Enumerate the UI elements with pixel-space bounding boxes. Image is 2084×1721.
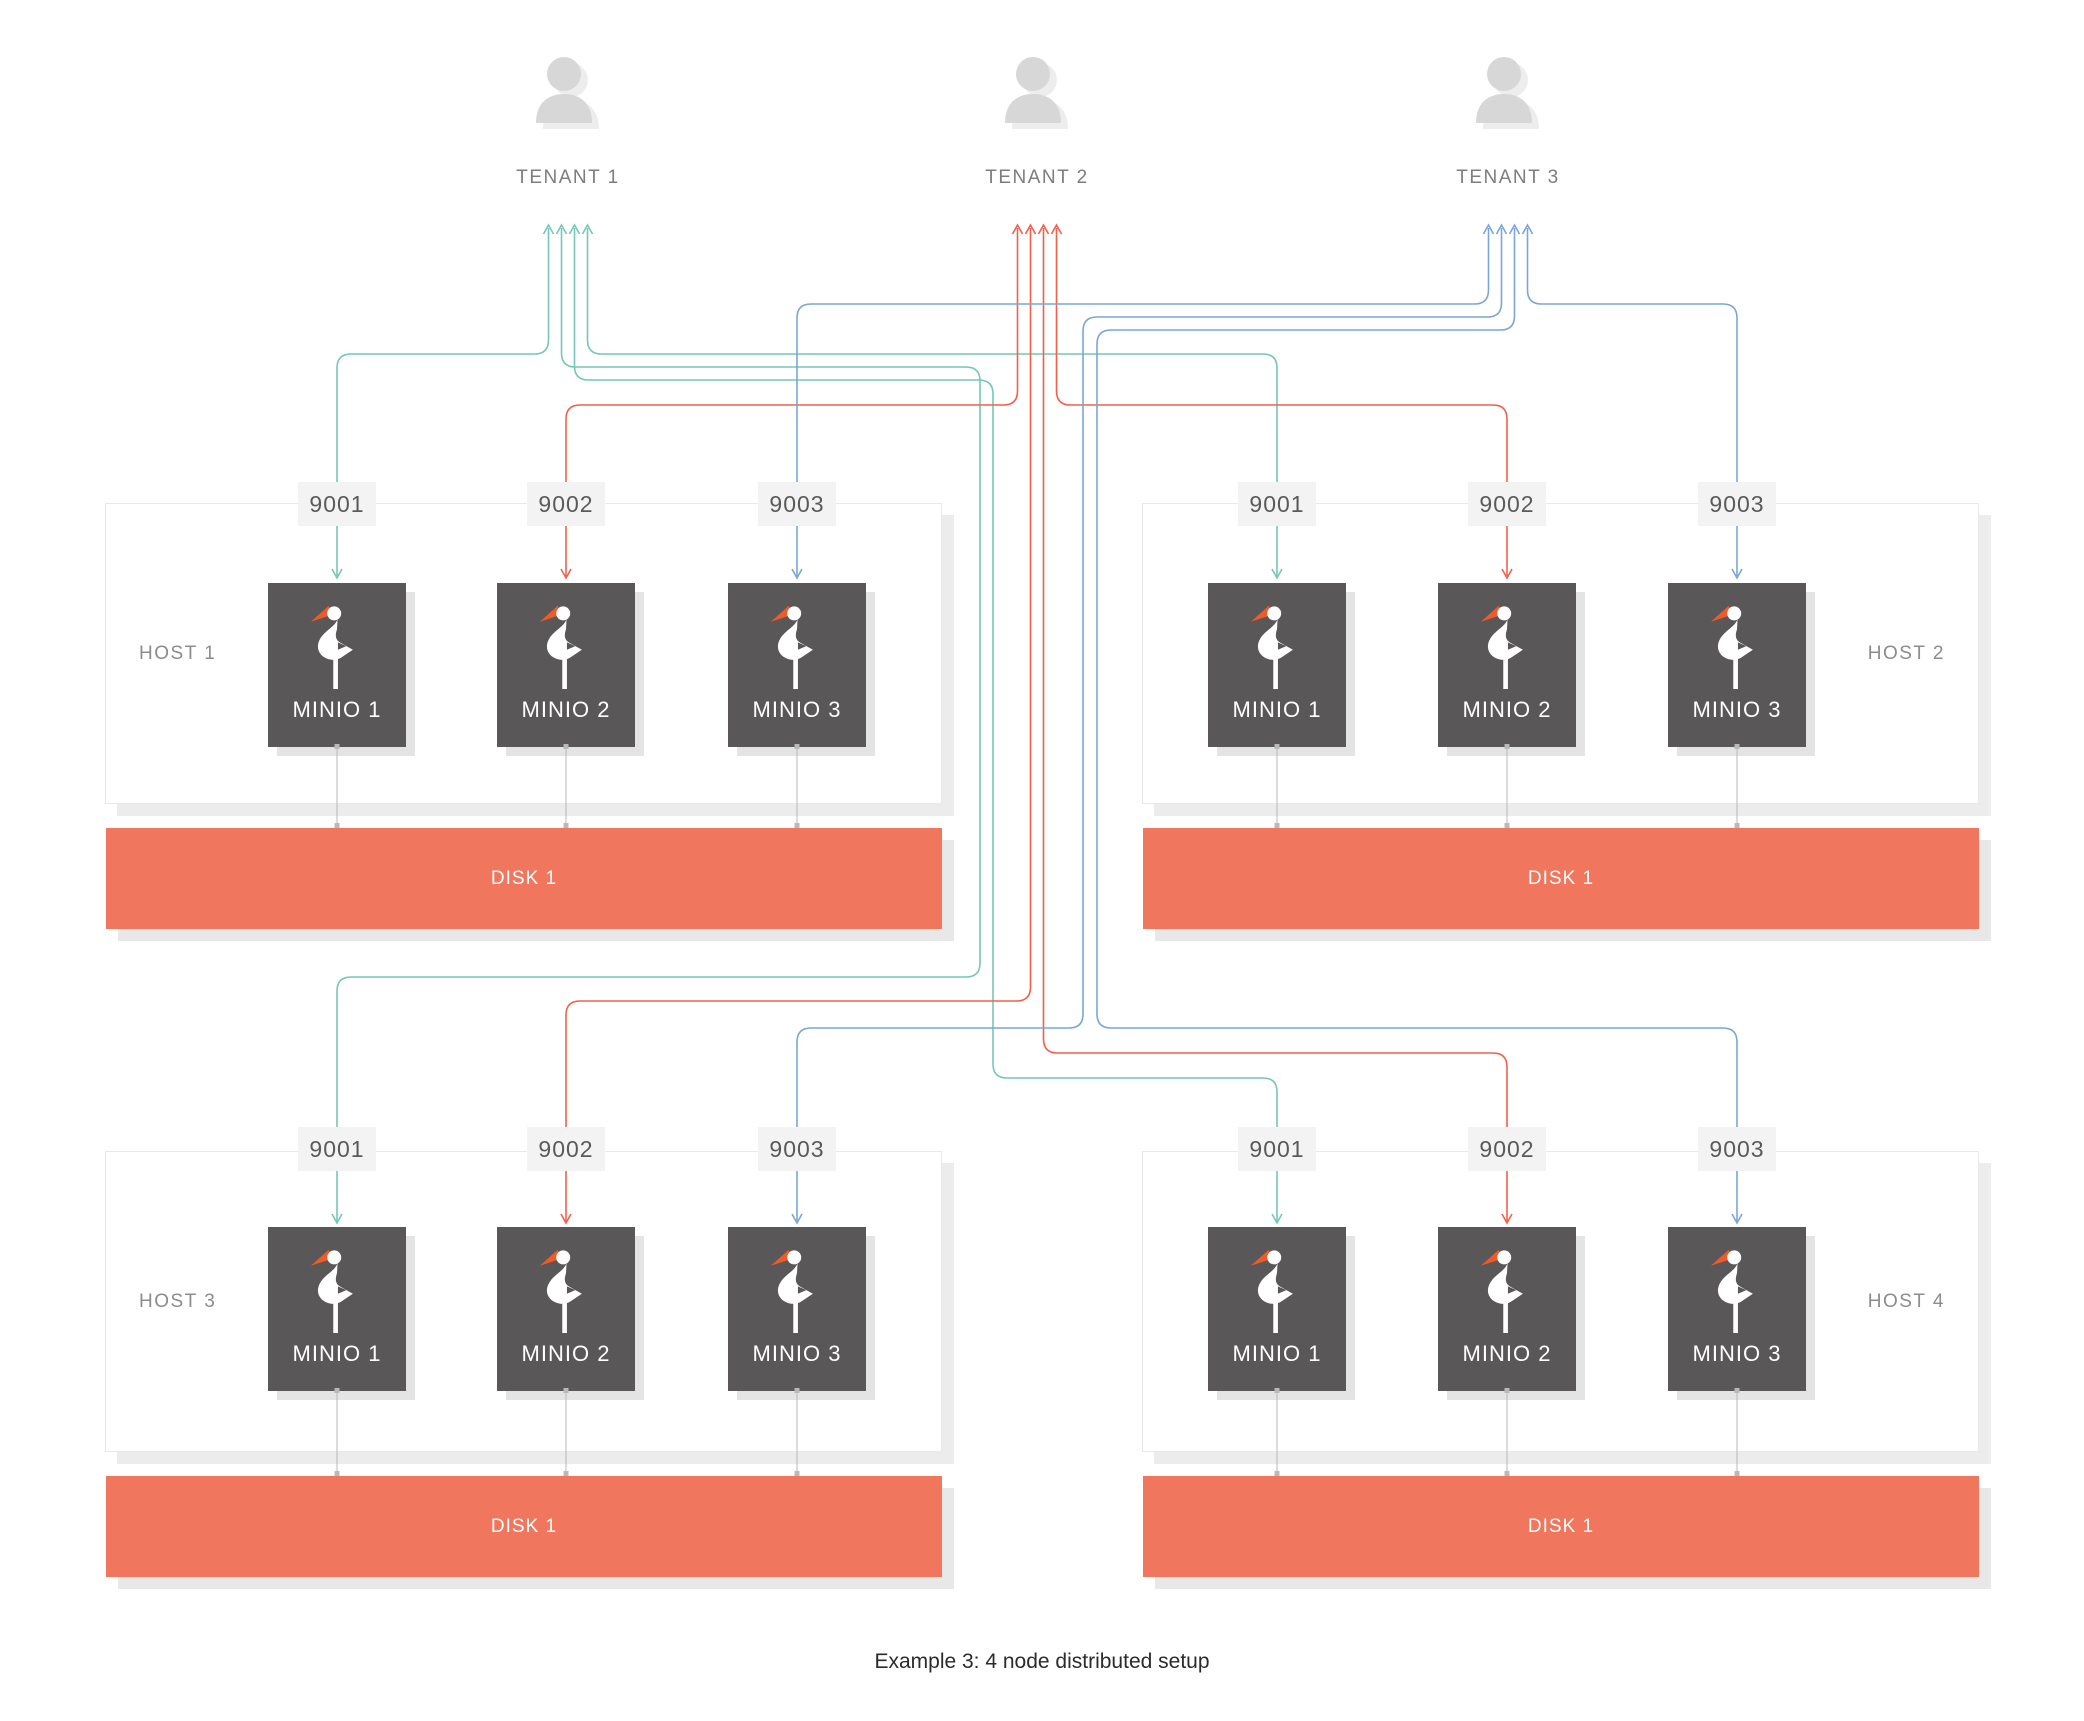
minio-node-box: MINIO 1 [1208, 1227, 1346, 1391]
disk-bar: DISK 1 [106, 1476, 942, 1577]
minio-node-label: MINIO 1 [292, 1341, 382, 1366]
port-chip: 9002 [527, 482, 605, 526]
minio-node-label: MINIO 3 [752, 1341, 842, 1366]
diagram-caption: Example 3: 4 node distributed setup [874, 1650, 1210, 1673]
minio-node-box: MINIO 2 [1438, 1227, 1576, 1391]
minio-stork-icon [1250, 1249, 1293, 1333]
disk-label: DISK 1 [1527, 1515, 1595, 1537]
tenant-label: TENANT 1 [516, 167, 620, 188]
minio-stork-icon [1480, 1249, 1523, 1333]
host-label: HOST 1 [139, 642, 217, 664]
minio-node-label: MINIO 2 [521, 697, 611, 722]
minio-node-box: MINIO 2 [497, 583, 635, 747]
minio-stork-icon [770, 605, 813, 689]
disk-bar: DISK 1 [106, 828, 942, 929]
host-label: HOST 3 [139, 1290, 217, 1312]
minio-node-box: MINIO 3 [728, 583, 866, 747]
tenant-2: TENANT 2 [947, 55, 1127, 189]
minio-stork-icon [310, 605, 353, 689]
port-chip: 9003 [1698, 482, 1776, 526]
minio-stork-icon [310, 1249, 353, 1333]
minio-node-box: MINIO 2 [1438, 583, 1576, 747]
tenant-1: TENANT 1 [478, 55, 658, 189]
minio-node-box: MINIO 2 [497, 1227, 635, 1391]
user-icon [536, 57, 599, 129]
minio-node-label: MINIO 2 [1462, 697, 1552, 722]
user-icon [1005, 57, 1068, 129]
minio-node-box: MINIO 1 [268, 1227, 406, 1391]
port-chip: 9001 [1238, 1127, 1316, 1171]
minio-node-box: MINIO 3 [1668, 583, 1806, 747]
minio-node-label: MINIO 1 [1232, 697, 1322, 722]
minio-node-label: MINIO 3 [752, 697, 842, 722]
minio-stork-icon [770, 1249, 813, 1333]
disk-label: DISK 1 [490, 867, 558, 889]
minio-node-label: MINIO 1 [1232, 1341, 1322, 1366]
minio-node-box: MINIO 1 [268, 583, 406, 747]
minio-node-box: MINIO 1 [1208, 583, 1346, 747]
port-chip: 9003 [758, 482, 836, 526]
port-chip: 9002 [1468, 1127, 1546, 1171]
host-label: HOST 2 [1867, 642, 1945, 664]
port-chip: 9001 [298, 1127, 376, 1171]
minio-node-label: MINIO 3 [1692, 1341, 1782, 1366]
minio-node-label: MINIO 2 [1462, 1341, 1552, 1366]
tenant-label: TENANT 2 [985, 167, 1089, 188]
host-label: HOST 4 [1867, 1290, 1945, 1312]
minio-stork-icon [1250, 605, 1293, 689]
disk-bar: DISK 1 [1143, 1476, 1979, 1577]
tenant-3: TENANT 3 [1418, 55, 1598, 189]
minio-stork-icon [539, 605, 582, 689]
minio-node-box: MINIO 3 [1668, 1227, 1806, 1391]
minio-stork-icon [1710, 605, 1753, 689]
disk-bar: DISK 1 [1143, 828, 1979, 929]
disk-label: DISK 1 [490, 1515, 558, 1537]
port-chip: 9003 [1698, 1127, 1776, 1171]
port-chip: 9002 [527, 1127, 605, 1171]
disk-label: DISK 1 [1527, 867, 1595, 889]
port-chip: 9001 [298, 482, 376, 526]
minio-node-box: MINIO 3 [728, 1227, 866, 1391]
minio-stork-icon [539, 1249, 582, 1333]
minio-node-label: MINIO 2 [521, 1341, 611, 1366]
port-chip: 9002 [1468, 482, 1546, 526]
minio-node-label: MINIO 1 [292, 697, 382, 722]
minio-stork-icon [1480, 605, 1523, 689]
port-chip: 9003 [758, 1127, 836, 1171]
port-chip: 9001 [1238, 482, 1316, 526]
user-icon [1476, 57, 1539, 129]
minio-node-label: MINIO 3 [1692, 697, 1782, 722]
minio-stork-icon [1710, 1249, 1753, 1333]
tenant-label: TENANT 3 [1456, 167, 1560, 188]
